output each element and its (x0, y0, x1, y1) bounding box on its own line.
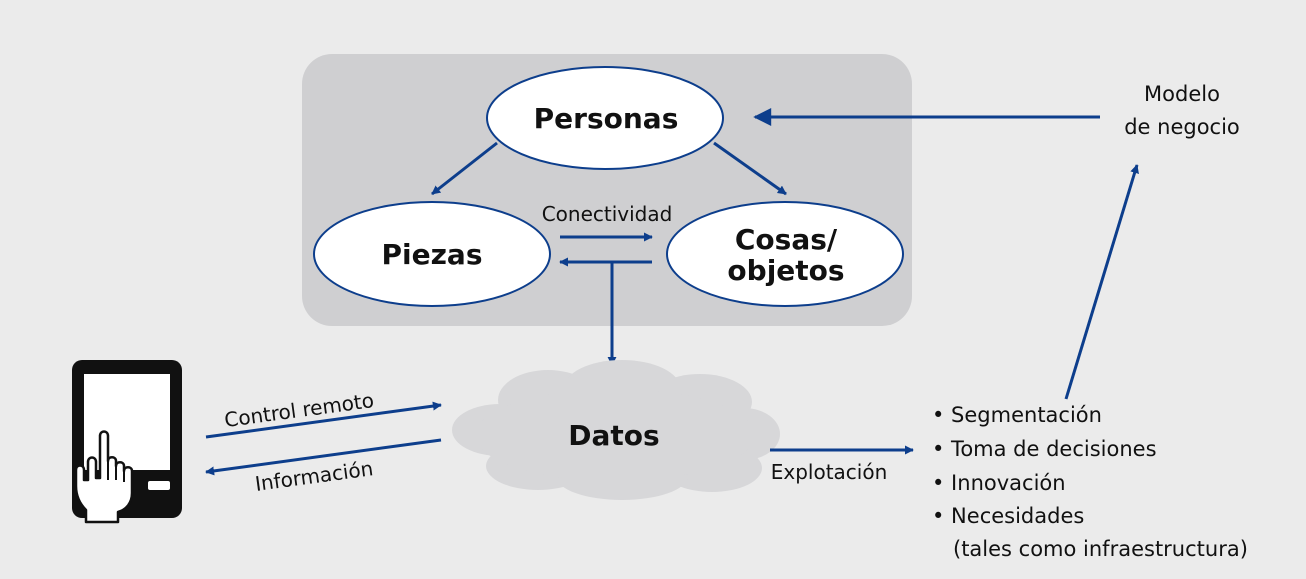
datos-cloud (452, 360, 780, 500)
piezas-label: Piezas (382, 238, 483, 271)
arrow-informacion (205, 438, 442, 476)
personas-node (486, 66, 724, 170)
modelo-label-line2: de negocio (1124, 115, 1240, 139)
conectividad-label: Conectividad (542, 202, 673, 226)
tablet-touch-icon (72, 360, 182, 524)
outcome-item: • Segmentación (932, 403, 1102, 427)
personas-label: Personas (534, 102, 679, 135)
outcome-item: • Necesidades (932, 504, 1084, 528)
explotacion-label: Explotación (771, 460, 888, 484)
piezas-node (313, 201, 551, 307)
cosas-label-line2: objetos (727, 254, 844, 287)
outcome-item: • Innovación (932, 471, 1066, 495)
cosas-node (666, 201, 904, 307)
arrow-to-modelo (1064, 164, 1139, 400)
modelo-label-line1: Modelo (1144, 82, 1220, 106)
arrow-control-remoto (205, 401, 442, 439)
arrow-personas-piezas (431, 141, 498, 196)
cosas-label-line1: Cosas/ (735, 223, 838, 256)
datos-label: Datos (568, 419, 659, 452)
outcome-item: • Toma de decisiones (932, 437, 1157, 461)
outcome-item-note: (tales como infraestructura) (953, 537, 1248, 561)
arrow-personas-cosas (713, 141, 787, 196)
